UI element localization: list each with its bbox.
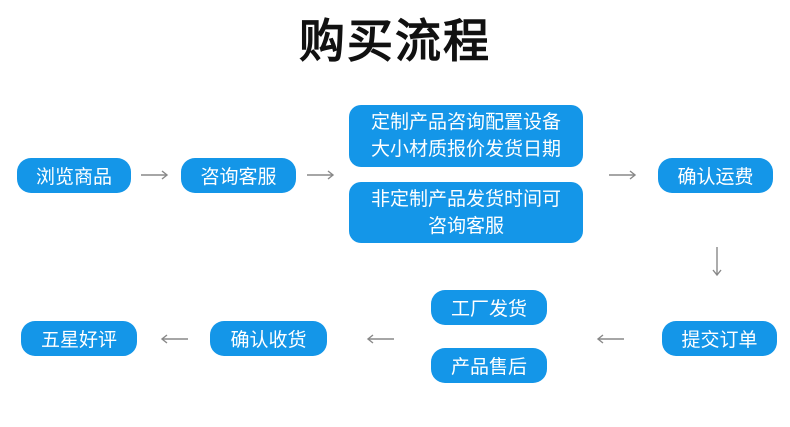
step-label: 确认运费 (677, 166, 754, 188)
step-label: 确认收货 (230, 329, 307, 351)
arrow-left-icon (596, 334, 624, 344)
step-label: 咨询客服 (200, 166, 277, 188)
step-five-star-review: 五星好评 (21, 321, 137, 356)
step-custom-product-consult: 定制产品咨询配置设备 大小材质报价发货日期 (349, 105, 583, 167)
arrow-right-icon (609, 170, 637, 180)
step-label: 浏览商品 (35, 166, 112, 188)
step-browse-products: 浏览商品 (17, 158, 131, 193)
arrow-right-icon (141, 170, 169, 180)
arrow-left-icon (366, 334, 394, 344)
step-confirm-receipt: 确认收货 (210, 321, 327, 356)
step-label: 提交订单 (681, 329, 758, 351)
step-submit-order: 提交订单 (662, 321, 777, 356)
step-factory-ship: 工厂发货 (431, 290, 547, 325)
page-title: 购买流程 (299, 14, 491, 68)
step-label-line-2: 咨询客服 (427, 214, 504, 237)
step-label-line-1: 定制产品咨询配置设备 (370, 111, 561, 133)
step-label-line-2: 大小材质报价发货日期 (370, 138, 561, 160)
arrow-left-icon (160, 334, 188, 344)
step-consult-service: 咨询客服 (181, 158, 296, 193)
arrow-right-icon (307, 170, 335, 180)
step-label: 五星好评 (40, 329, 117, 351)
step-noncustom-product-consult: 非定制产品发货时间可 咨询客服 (349, 182, 583, 243)
step-label-line-1: 非定制产品发货时间可 (370, 187, 561, 210)
step-label: 工厂发货 (450, 298, 527, 320)
arrow-down-icon (711, 247, 723, 277)
step-confirm-shipping: 确认运费 (658, 158, 773, 193)
step-label: 产品售后 (450, 356, 527, 378)
step-after-sales: 产品售后 (431, 348, 547, 383)
